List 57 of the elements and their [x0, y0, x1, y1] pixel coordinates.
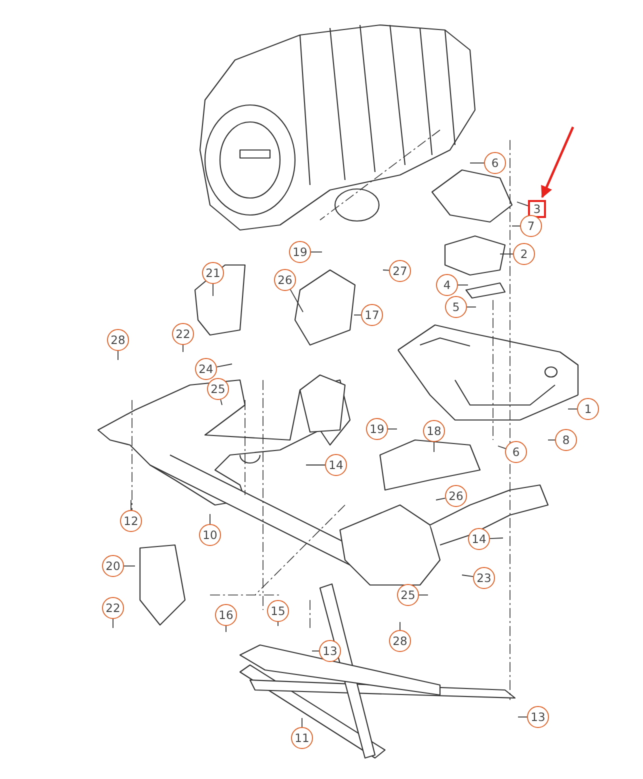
callout-number: 13	[527, 706, 549, 728]
leader-line	[354, 314, 362, 316]
callout-number: 7	[520, 215, 542, 237]
leader-line	[498, 446, 506, 449]
callout-number: 22	[102, 597, 124, 619]
callout-number: 28	[389, 630, 411, 652]
leader-line	[518, 716, 528, 718]
callout-number: 25	[397, 584, 419, 606]
leader-line	[462, 574, 474, 577]
callout-number: 20	[102, 555, 124, 577]
callout-number: 22	[172, 323, 194, 345]
callout-number: 4	[436, 274, 458, 296]
callout-number: 6	[505, 441, 527, 463]
callout-number: 18	[423, 420, 445, 442]
leader-line	[516, 202, 528, 206]
callout-number: 1	[577, 398, 599, 420]
leader-line	[466, 306, 476, 308]
callout-number: 5	[445, 296, 467, 318]
callout-number: 15	[267, 600, 289, 622]
callout-number: 21	[202, 262, 224, 284]
callout-number: 16	[215, 604, 237, 626]
callout-number: 24	[195, 358, 217, 380]
callout-number: 10	[199, 524, 221, 546]
leader-line	[220, 399, 222, 406]
callout-number: 27	[389, 260, 411, 282]
callout-number: 23	[473, 567, 495, 589]
leader-line	[130, 500, 132, 510]
leader-line	[568, 408, 578, 410]
callout-number: 8	[555, 429, 577, 451]
leader-line	[216, 364, 232, 368]
callout-number: 26	[274, 269, 296, 291]
callout-number: 26	[445, 485, 467, 507]
callout-number: 17	[361, 304, 383, 326]
callout-number: 14	[325, 454, 347, 476]
leader-line	[388, 428, 398, 430]
leader-line	[306, 464, 326, 466]
leader-line	[382, 270, 390, 271]
callout-number: 2	[513, 243, 535, 265]
callout-number: 28	[107, 329, 129, 351]
callout-number: 19	[289, 241, 311, 263]
callout-number: 12	[120, 510, 142, 532]
leader-line	[182, 344, 184, 352]
arrow	[541, 126, 574, 198]
leader-line	[312, 650, 320, 652]
callout-number: 3	[528, 200, 546, 218]
callout-number: 14	[468, 528, 490, 550]
leader-line	[112, 618, 114, 628]
callout-number: 6	[484, 152, 506, 174]
leader-line	[458, 284, 468, 286]
leader-line	[418, 594, 428, 596]
leader-line	[212, 284, 214, 296]
callout-number: 11	[291, 727, 313, 749]
leader-line	[470, 162, 484, 164]
leader-line	[436, 498, 446, 500]
leader-line	[490, 538, 504, 539]
callout-number: 19	[366, 418, 388, 440]
leader-line	[290, 289, 304, 312]
